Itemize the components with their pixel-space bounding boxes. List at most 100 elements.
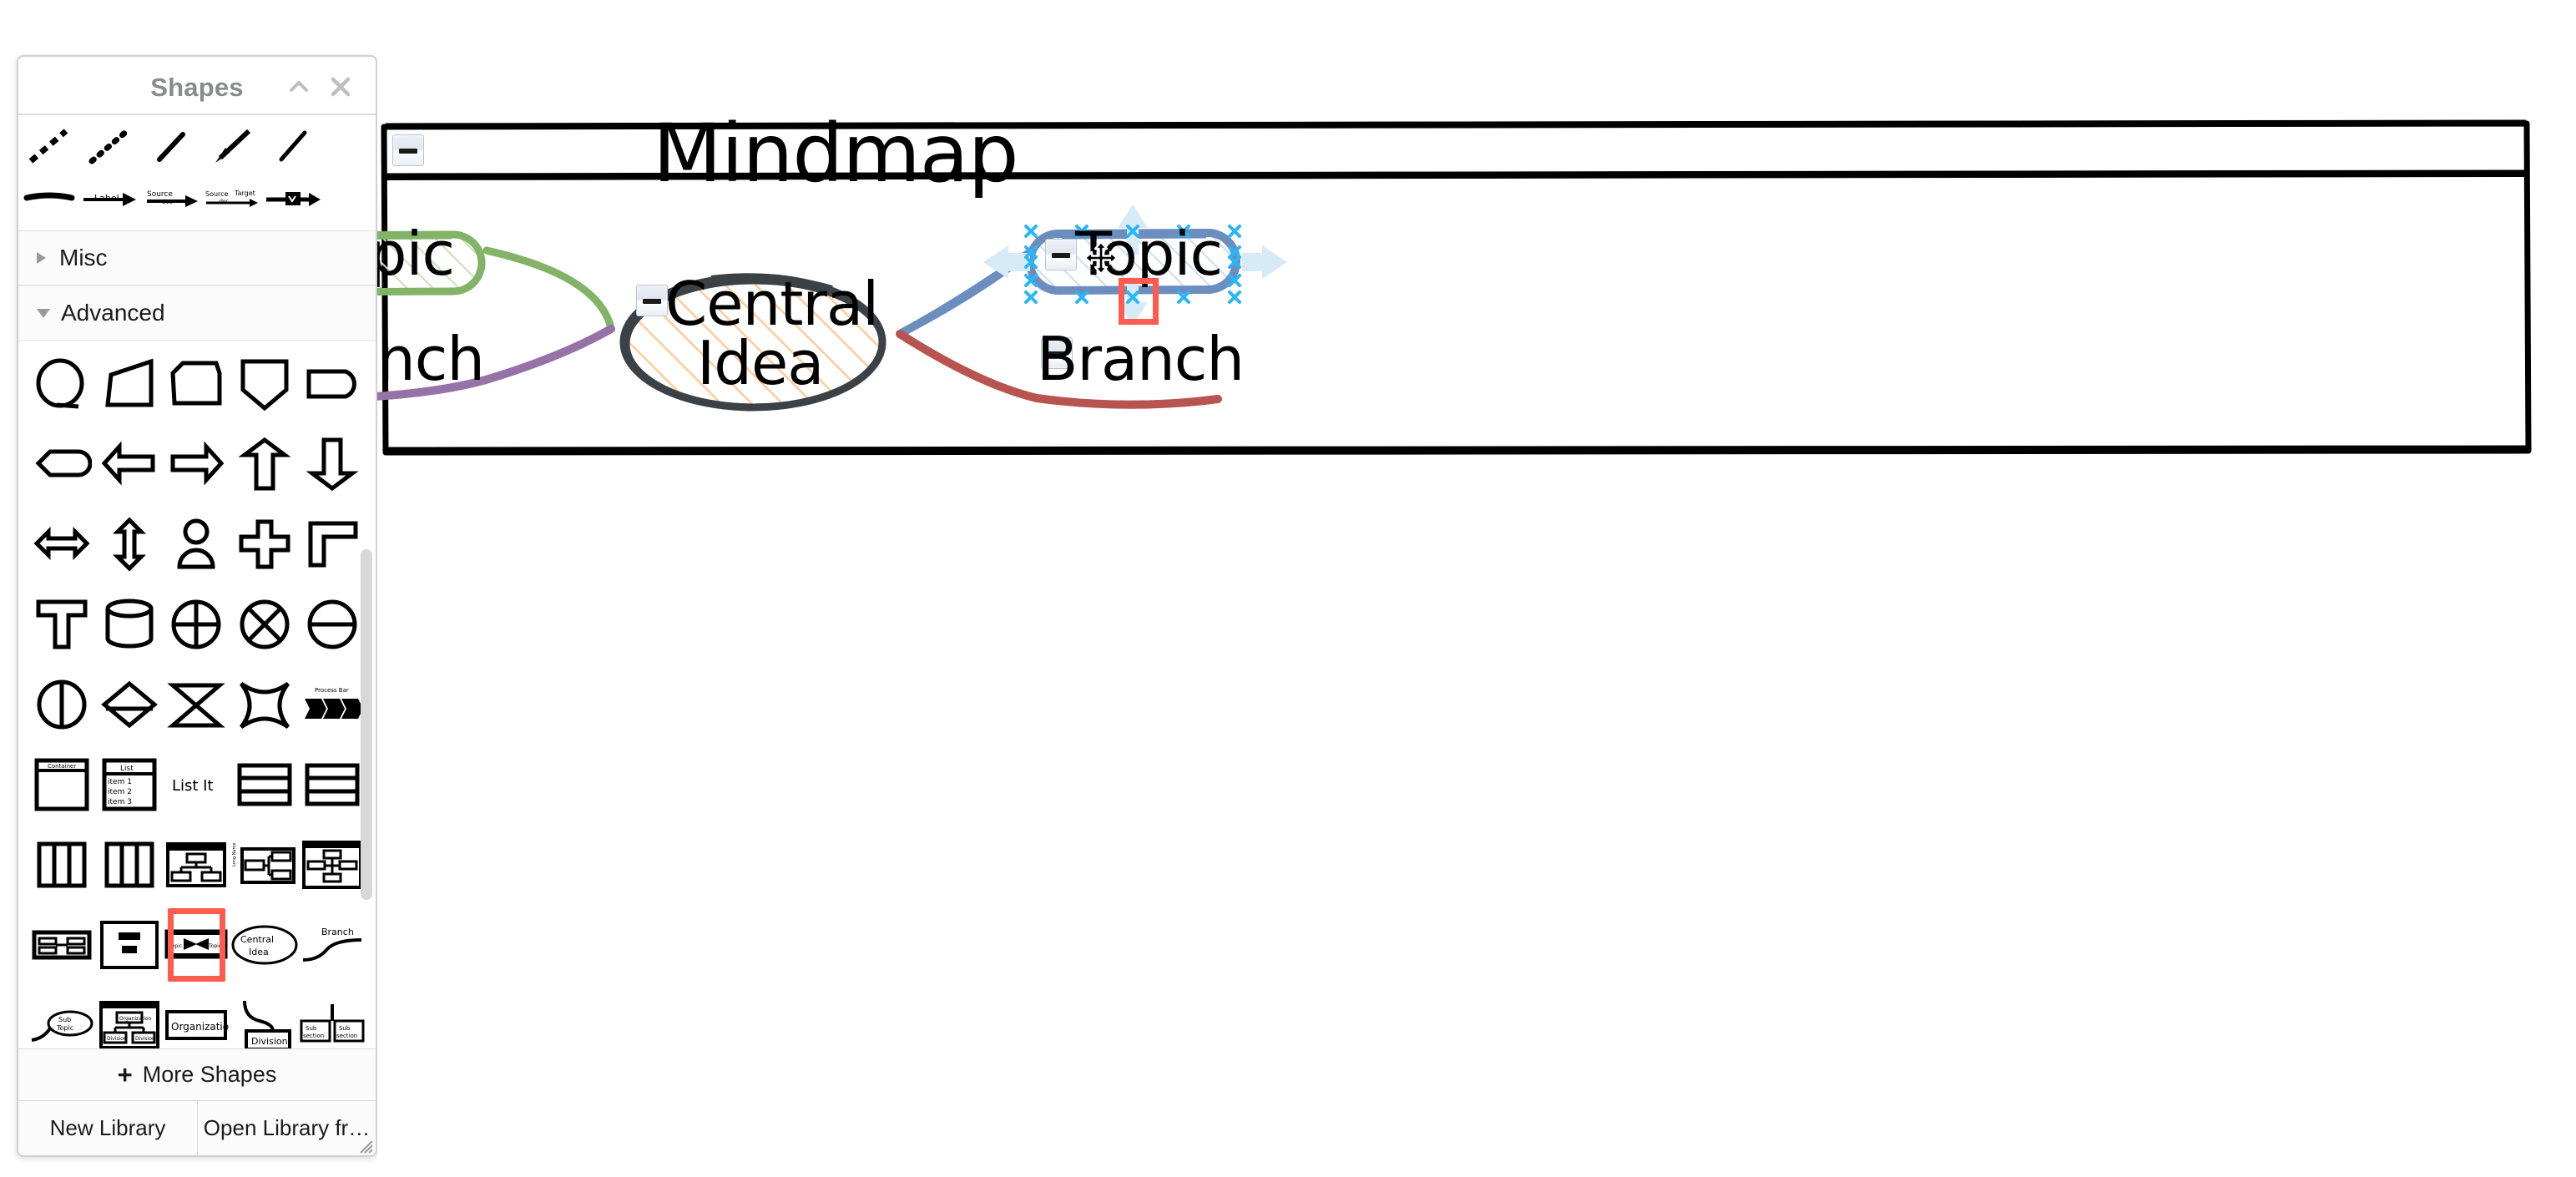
svg-text:section: section	[303, 1033, 324, 1039]
shape-organization-box[interactable]: Organization	[163, 985, 230, 1048]
shape-bowtie[interactable]	[163, 664, 230, 745]
selection-arrow-down[interactable]	[1118, 277, 1148, 326]
shape-division-curve[interactable]: Division	[230, 985, 299, 1048]
red-connector[interactable]	[896, 330, 1222, 409]
section-header-advanced[interactable]: Advanced	[18, 285, 376, 341]
section-label-misc: Misc	[59, 245, 108, 270]
shape-thick-line[interactable]	[18, 174, 79, 222]
more-shapes-button[interactable]: + More Shapes	[18, 1048, 376, 1100]
collapse-button-topic-right[interactable]	[1045, 239, 1077, 270]
green-connector[interactable]	[482, 246, 615, 332]
collapse-button-container[interactable]	[392, 134, 424, 166]
section-header-misc[interactable]: Misc	[18, 230, 376, 285]
connection-point-markers[interactable]	[1024, 225, 1241, 304]
shape-mindmap-radial[interactable]	[299, 825, 366, 905]
shape-arrow-left[interactable]	[96, 424, 164, 504]
shape-branch-curve[interactable]: Branch	[299, 905, 366, 985]
svg-text:item 1: item 1	[108, 778, 132, 786]
shape-pentagon-down[interactable]	[230, 344, 299, 424]
shape-arrow-line-filled[interactable]	[201, 122, 262, 170]
chevron-right-icon	[37, 252, 46, 264]
close-icon[interactable]	[324, 70, 357, 104]
connection-point	[1228, 225, 1241, 238]
shape-corner-bracket[interactable]	[299, 504, 366, 584]
svg-text:item 3: item 3	[108, 798, 132, 806]
svg-text:Division: Division	[107, 1036, 127, 1042]
shape-table-3row[interactable]	[230, 745, 299, 825]
shape-arrow-with-box[interactable]	[262, 174, 323, 222]
purple-connector[interactable]	[377, 325, 615, 401]
shape-rounded-right-rect[interactable]	[299, 344, 366, 424]
shape-cylinder[interactable]	[96, 584, 164, 664]
selection-arrow-right[interactable]	[1242, 245, 1287, 279]
new-library-button[interactable]: New Library	[49, 1115, 166, 1140]
svg-text:Sub: Sub	[58, 1016, 71, 1023]
shape-horizontal-tree[interactable]: Long Name	[230, 825, 299, 905]
shape-container[interactable]: Container	[28, 745, 96, 825]
shape-dotted-line[interactable]	[79, 122, 140, 170]
shape-thin-line[interactable]	[262, 122, 323, 170]
shape-actor[interactable]	[163, 504, 230, 584]
connection-point	[1024, 290, 1038, 304]
shape-labeled-arrow[interactable]: Label	[79, 174, 140, 222]
open-library-button[interactable]: Open Library fr…	[197, 1101, 376, 1155]
shape-list-it[interactable]: List It	[163, 745, 230, 825]
shape-concave-square[interactable]	[230, 664, 299, 745]
line-shapes-row-1	[18, 120, 376, 172]
svg-text:Branch: Branch	[321, 927, 354, 937]
shape-container-stack[interactable]	[28, 905, 96, 985]
shape-plain-line[interactable]	[140, 122, 201, 170]
node-topic-left[interactable]	[377, 230, 486, 296]
diagram-canvas[interactable]: Mindmap Topic Branch Central Idea Topic …	[377, 0, 2576, 1177]
shape-dashed-line[interactable]	[18, 122, 79, 170]
connection-point	[1228, 290, 1241, 304]
shape-vertical-pools[interactable]	[28, 825, 96, 905]
collapse-button-branch-right[interactable]	[1041, 337, 1073, 369]
shape-arrow-up[interactable]	[230, 424, 299, 504]
shape-arrow-down[interactable]	[299, 424, 366, 504]
shape-diamond-line[interactable]	[96, 664, 164, 745]
shape-circle[interactable]	[28, 344, 96, 424]
shape-tee[interactable]	[28, 584, 96, 664]
shape-arrow-right[interactable]	[163, 424, 230, 504]
svg-text:Topic: Topic	[208, 943, 221, 949]
node-central-idea[interactable]	[619, 273, 886, 412]
resize-grip[interactable]	[356, 1137, 373, 1154]
collapse-button-central-idea[interactable]	[636, 285, 668, 316]
shape-circle-half[interactable]	[299, 584, 366, 664]
shape-vertical-pools-alt[interactable]	[96, 825, 164, 905]
svg-text:Division: Division	[251, 1036, 288, 1047]
svg-text:Topic: Topic	[56, 1024, 73, 1032]
shape-tree-org[interactable]	[163, 825, 230, 905]
connection-point	[1177, 225, 1190, 238]
shapes-panel-footer: New Library Open Library fr…	[18, 1100, 376, 1155]
shape-container-split[interactable]	[96, 905, 164, 985]
shape-table-3row-alt[interactable]	[299, 745, 366, 825]
shape-octagon-rect[interactable]	[163, 344, 230, 424]
shape-hexagon-flat[interactable]	[28, 424, 96, 504]
shape-trapezoid[interactable]	[96, 344, 164, 424]
shape-arrow-left-right[interactable]	[28, 504, 96, 584]
shape-circle-quadrants[interactable]	[163, 584, 230, 664]
chevron-up-icon[interactable]	[282, 70, 316, 104]
connection-point	[1075, 225, 1088, 238]
shape-process-bar[interactable]: Process Bar	[299, 664, 366, 745]
shape-circle-cross[interactable]	[230, 584, 299, 664]
connection-point	[1228, 245, 1241, 259]
shape-arrow-up-down[interactable]	[96, 504, 164, 584]
shape-circle-split[interactable]	[28, 664, 96, 745]
selection-arrow-left[interactable]	[983, 245, 1030, 279]
connection-point	[1075, 290, 1088, 304]
shapes-panel-scrollbar[interactable]	[361, 549, 372, 900]
shape-cross[interactable]	[230, 504, 299, 584]
